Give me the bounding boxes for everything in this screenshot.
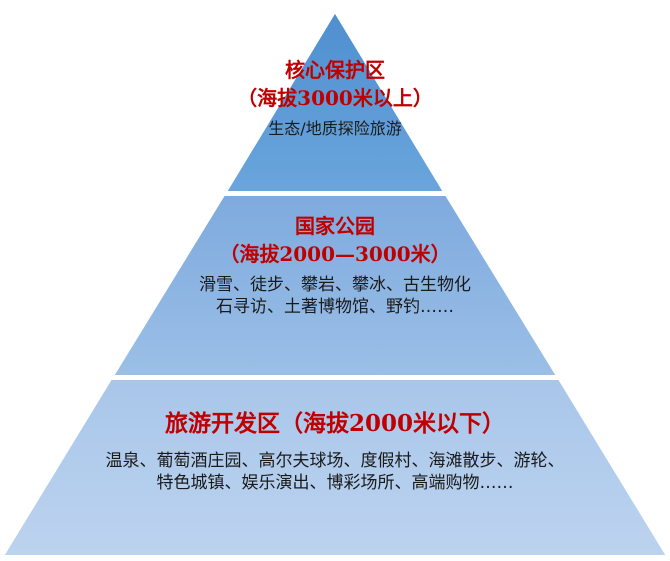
- tier-core-shape: [224, 10, 446, 193]
- tier-park-label: 国家公园 （海拔2000—3000米） 滑雪、徒步、攀岩、攀冰、古生物化石寻访、…: [185, 212, 485, 318]
- tier-core-subtitle: （海拔3000米以上）: [237, 86, 433, 110]
- tier-core-label: 核心保护区 （海拔3000米以上） 生态/地质探险旅游: [215, 56, 455, 140]
- tier-park-subtitle: （海拔2000—3000米）: [219, 242, 451, 266]
- tier-park-shape: [111, 194, 559, 377]
- tier-dev-description: 温泉、葡萄酒庄园、高尔夫球场、度假村、海滩散步、游轮、特色城镇、娱乐演出、博彩场…: [105, 451, 565, 493]
- tier-dev-title: 旅游开发区（海拔2000米以下）: [164, 410, 505, 437]
- tier-park-description: 滑雪、徒步、攀岩、攀冰、古生物化石寻访、土著博物馆、野钓……: [199, 275, 471, 317]
- tier-core-title: 核心保护区: [285, 58, 385, 82]
- tier-park-title: 国家公园: [295, 214, 375, 238]
- tier-dev-shape: [1, 378, 669, 557]
- tier-dev-label: 旅游开发区（海拔2000米以下） 温泉、葡萄酒庄园、高尔夫球场、度假村、海滩散步…: [90, 408, 580, 494]
- tier-core-description: 生态/地质探险旅游: [268, 119, 402, 138]
